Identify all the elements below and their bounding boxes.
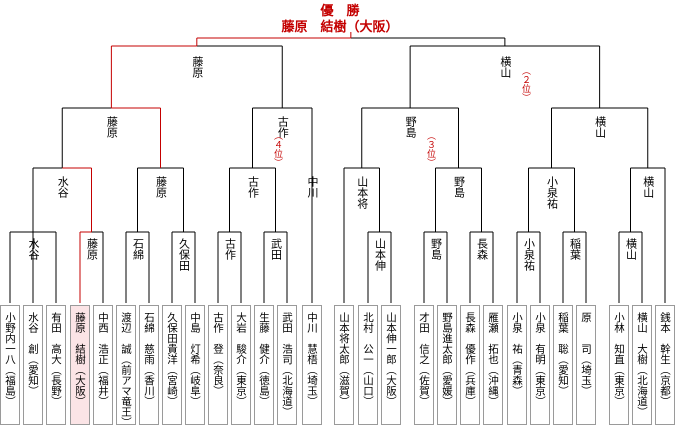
player-name: 銭本 幹生（京都） <box>659 312 671 407</box>
player-name: 長森 優作（兵庫） <box>464 312 476 407</box>
champion-header: 優 勝 藤原 結樹（大阪） <box>0 4 680 36</box>
player-name: 山本将太郎（滋賀） <box>338 312 350 407</box>
player-name: 野島進太郎（愛媛） <box>441 312 453 407</box>
player-name: 中川 慧梧（埼玉） <box>306 312 318 407</box>
player-slot: 山本伸一郎（大阪） <box>381 305 401 425</box>
player-slot: 水谷 創（愛知） <box>23 305 43 425</box>
winner-label: 横山 <box>593 116 607 138</box>
player-slot: 小泉 祐（青森） <box>507 305 527 425</box>
player-name: 石綿 慈雨（香川） <box>143 312 155 407</box>
winner-label: 水谷 <box>27 238 40 260</box>
player-slot: 生藤 健介（徳島） <box>254 305 274 425</box>
player-slot: 渡辺 誠（前アマ竜王） <box>116 305 136 428</box>
player-slot: 横山 大樹（北海道） <box>632 305 652 425</box>
player-name: 原 司（埼玉） <box>580 312 592 396</box>
player-name: 才田 信之（佐賀） <box>418 312 430 407</box>
winner-label: 水谷 <box>56 176 70 198</box>
player-slot: 小林 知直（東京） <box>609 305 629 425</box>
player-slot: 石綿 慈雨（香川） <box>139 305 159 425</box>
winner-label: 武田 <box>269 238 283 260</box>
winner-label: 古作 <box>276 116 290 138</box>
winner-label: 久保田 <box>177 238 191 271</box>
champion-title: 優 勝 <box>320 4 360 19</box>
player-slot: 長森 優作（兵庫） <box>460 305 480 425</box>
player-name: 山本伸一郎（大阪） <box>385 312 397 407</box>
player-slot: 中島 灯希（岐阜） <box>185 305 205 425</box>
player-name: 小野内一八（福島） <box>4 312 16 407</box>
place-fourth-label: （４位） <box>272 131 282 167</box>
winner-label: 野島 <box>452 176 466 198</box>
player-slot: 久保田貴洋（宮崎） <box>162 305 182 425</box>
player-slot: 大岩 駿介（東京） <box>231 305 251 425</box>
player-slot: 稲葉 聡（愛知） <box>553 305 573 425</box>
player-name: 横山 大樹（北海道） <box>636 312 648 417</box>
winner-label: 野島 <box>429 238 443 260</box>
player-name: 久保田貴洋（宮崎） <box>166 312 178 407</box>
player-slot: 藤原 結樹（大阪） <box>70 305 90 425</box>
player-slot: 中川 慧梧（埼玉） <box>302 305 322 425</box>
player-name: 古作 登（奈良） <box>212 312 224 396</box>
player-name: 生藤 健介（徳島） <box>258 312 270 407</box>
place-third-label: （３位） <box>425 131 435 167</box>
player-name: 稲葉 聡（愛知） <box>557 312 569 396</box>
place-second-label: （２位） <box>520 66 530 102</box>
player-slot: 北村 公一（山口） <box>358 305 378 425</box>
winner-label: 藤原 <box>85 238 99 260</box>
player-slot: 古作 登（奈良） <box>208 305 228 425</box>
winner-label: 山本将 <box>355 176 369 209</box>
player-name: 渡辺 誠（前アマ竜王） <box>120 312 132 428</box>
winner-label: 藤原 <box>154 176 168 198</box>
winner-label: 中川 <box>306 176 319 198</box>
player-name: 水谷 創（愛知） <box>27 312 39 396</box>
player-slot: 山本将太郎（滋賀） <box>334 305 354 425</box>
player-slot: 野島進太郎（愛媛） <box>437 305 457 425</box>
player-slot: 才田 信之（佐賀） <box>414 305 434 425</box>
player-slot: 中西 浩正（福井） <box>93 305 113 425</box>
player-name: 小泉 有明（東京） <box>534 312 546 407</box>
winner-label: 長森 <box>475 238 489 260</box>
winner-label: 野島 <box>404 116 418 138</box>
player-slot: 銭本 幹生（京都） <box>655 305 675 425</box>
winner-label: 稲葉 <box>568 238 582 260</box>
player-name: 中島 灯希（岐阜） <box>189 312 201 407</box>
player-slot: 有田 高大（長野） <box>46 305 66 425</box>
winner-label: 古作 <box>223 238 237 260</box>
player-name: 小林 知直（東京） <box>613 312 625 407</box>
player-slot: 小野内一八（福島） <box>0 305 20 425</box>
player-name: 小泉 祐（青森） <box>511 312 523 396</box>
player-name: 武田 浩司（北海道） <box>281 312 293 417</box>
winner-label: 山本伸 <box>373 238 387 271</box>
winner-label: 藤原 <box>190 56 204 78</box>
player-name: 雁瀬 拓也（沖縄） <box>487 312 499 407</box>
winner-label: 小泉祐 <box>522 238 536 271</box>
player-name: 大岩 駿介（東京） <box>235 312 247 407</box>
winner-label: 横山 <box>641 176 655 198</box>
player-name: 北村 公一（山口） <box>362 312 374 407</box>
winner-label: 古作 <box>246 176 260 198</box>
winner-label: 横山 <box>498 56 512 78</box>
winner-label: 小泉祐 <box>545 176 559 209</box>
player-slot: 雁瀬 拓也（沖縄） <box>483 305 503 425</box>
winner-label: 横山 <box>624 238 638 260</box>
player-slot: 原 司（埼玉） <box>576 305 596 425</box>
player-name: 中西 浩正（福井） <box>97 312 109 407</box>
player-slot: 武田 浩司（北海道） <box>277 305 297 425</box>
player-name: 有田 高大（長野） <box>50 312 62 407</box>
winner-label: 藤原 <box>105 116 119 138</box>
player-slot: 小泉 有明（東京） <box>530 305 550 425</box>
champion-name: 藤原 結樹（大阪） <box>281 20 399 35</box>
player-name: 藤原 結樹（大阪） <box>74 312 86 407</box>
winner-label: 石綿 <box>131 238 145 260</box>
